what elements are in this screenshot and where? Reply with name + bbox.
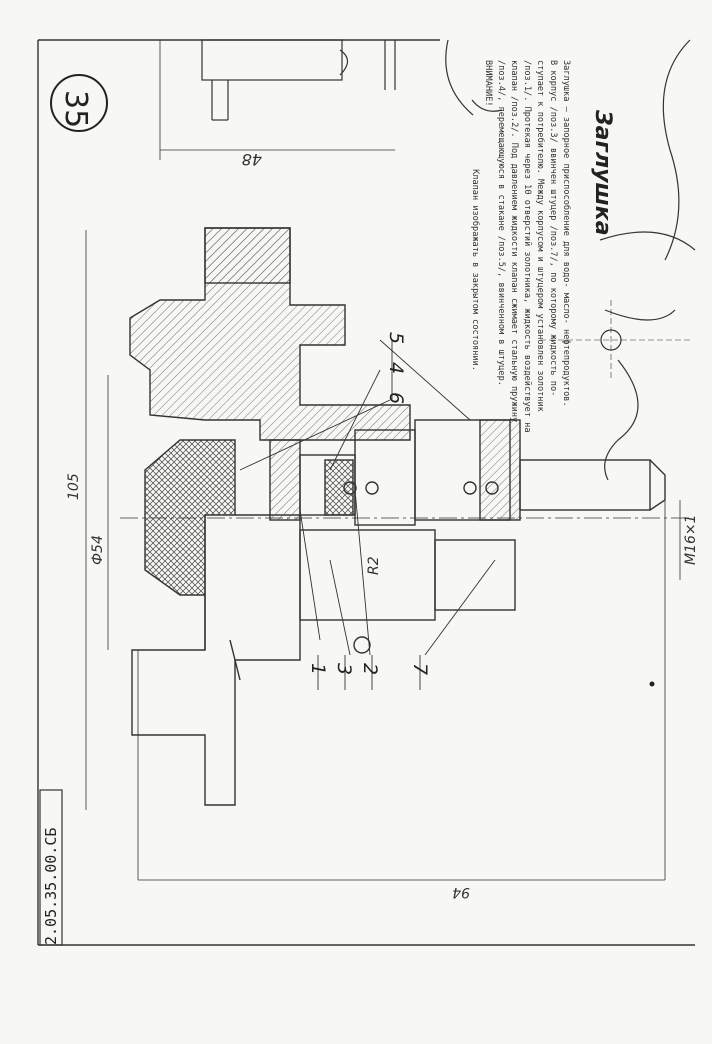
housing-upper [129,227,411,441]
note-line: В корпус /поз.3/ ввинчен штуцер /поз.7/,… [548,60,558,397]
callout-1: 1 [307,663,329,675]
note-line: Заглушка – запорное приспособление для в… [561,60,571,407]
callout-4: 4 [385,362,407,374]
title-block: 2.05.35.00.СБ [39,789,63,946]
callout-2: 2 [359,663,381,675]
sheet-number: 35 [58,90,93,128]
callout-7: 7 [409,663,431,675]
note-line: /поз.4/, перемещающуюся в стакане /поз.5… [496,60,506,386]
dim-r2: R2 [366,556,382,575]
note-line: ступает к потребителю. Между корпусом и … [535,60,545,412]
callout-6: 6 [385,392,407,404]
callout-3: 3 [333,663,355,675]
note-line: /поз.1/. Протекая через 10 отверстий зол… [522,60,532,433]
sheet-number-badge: 35 [50,74,108,132]
note-warning-text: Клапан изображать в закрытом состоянии. [470,169,480,371]
drawing-code: 2.05.35.00.СБ [42,828,60,945]
note-warning-label: ВНИМАНИЕ! [483,60,493,107]
leaders [239,339,496,690]
dim-48: 48 [242,150,262,169]
dim-54: Ф54 [90,535,106,565]
dim-105: 105 [66,473,82,500]
dimension-lines [85,230,681,881]
description-note: Заглушка – запорное приспособление для в… [468,60,572,480]
thread-end [519,459,651,511]
dim-94: 94 [452,884,470,900]
part-title: Заглушка [590,109,615,236]
callout-labels: 6 4 5 1 3 2 7 [307,332,431,675]
top-detail-view [159,39,396,160]
note-line: клапан /поз.2/. Под давлением жидкости к… [509,60,519,423]
spring-cup [354,429,416,526]
cap-top [204,227,291,284]
spool [269,439,301,521]
side-view-sketch [445,39,696,481]
callout-5: 5 [385,332,407,344]
dim-m16: M16×1 [683,514,699,565]
ink-dot [649,681,655,687]
assembly-section [129,227,666,806]
